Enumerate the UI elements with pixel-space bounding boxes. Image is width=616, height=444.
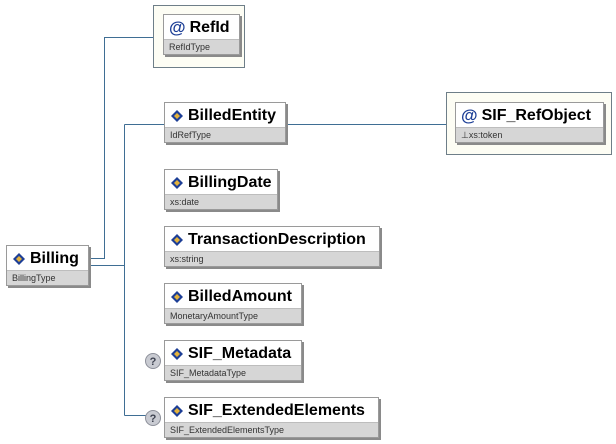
element-diamond-icon	[171, 290, 183, 303]
at-sign-icon: @	[169, 18, 186, 37]
node-sif-refobject-header: @ SIF_RefObject	[456, 103, 603, 128]
node-billing-date-name: BillingDate	[188, 173, 272, 191]
node-billing-type: BillingType	[7, 270, 88, 285]
node-sif-extended-elements-name: SIF_ExtendedElements	[188, 401, 365, 419]
node-sif-refobject-name: SIF_RefObject	[481, 106, 591, 124]
type-marker: ⊥	[461, 130, 469, 140]
question-mark-icon: ?	[145, 410, 161, 426]
node-billing-date[interactable]: BillingDate xs:date	[164, 169, 278, 210]
node-sif-metadata-header: SIF_Metadata	[165, 341, 301, 366]
connector-root-attribute	[89, 37, 153, 259]
node-billed-amount-type: MonetaryAmountType	[165, 308, 301, 323]
node-sif-refobject-type-text: xs:token	[468, 130, 503, 140]
node-sif-metadata[interactable]: SIF_Metadata SIF_MetadataType	[164, 340, 302, 381]
node-refid-type: RefIdType	[164, 39, 239, 54]
node-transaction-description-header: TransactionDescription	[165, 227, 379, 252]
node-sif-metadata-type: SIF_MetadataType	[165, 365, 301, 380]
node-billed-entity-name: BilledEntity	[188, 106, 277, 124]
node-billing-header: Billing	[7, 246, 88, 271]
element-diamond-icon	[13, 252, 25, 265]
node-billed-entity-header: BilledEntity	[165, 103, 285, 128]
node-billing-name: Billing	[30, 249, 79, 267]
node-transaction-description[interactable]: TransactionDescription xs:string	[164, 226, 380, 267]
node-refid-header: @ RefId	[164, 15, 239, 40]
node-billed-amount-header: BilledAmount	[165, 284, 301, 309]
node-sif-metadata-name: SIF_Metadata	[188, 344, 292, 362]
element-diamond-icon	[171, 233, 183, 246]
question-mark-icon: ?	[145, 353, 161, 369]
node-sif-extended-elements[interactable]: SIF_ExtendedElements SIF_ExtendedElement…	[164, 397, 379, 438]
at-sign-icon: @	[461, 106, 478, 125]
element-diamond-icon	[171, 109, 183, 122]
node-billing-date-type: xs:date	[165, 194, 277, 209]
node-billed-entity-type: IdRefType	[165, 127, 285, 142]
node-sif-extended-elements-header: SIF_ExtendedElements	[165, 398, 378, 423]
node-billed-amount-name: BilledAmount	[188, 287, 292, 305]
node-billing-date-header: BillingDate	[165, 170, 277, 195]
node-refid-name: RefId	[189, 18, 230, 36]
node-billed-entity[interactable]: BilledEntity IdRefType	[164, 102, 286, 143]
node-billing[interactable]: Billing BillingType	[6, 245, 89, 286]
node-billed-amount[interactable]: BilledAmount MonetaryAmountType	[164, 283, 302, 324]
node-sif-refobject[interactable]: @ SIF_RefObject ⊥xs:token	[455, 102, 604, 143]
node-sif-extended-elements-type: SIF_ExtendedElementsType	[165, 422, 378, 437]
element-diamond-icon	[171, 176, 183, 189]
node-transaction-description-name: TransactionDescription	[188, 230, 366, 248]
node-transaction-description-type: xs:string	[165, 251, 379, 266]
node-sif-refobject-type: ⊥xs:token	[456, 127, 603, 142]
node-refid[interactable]: @ RefId RefIdType	[163, 14, 240, 55]
element-diamond-icon	[171, 347, 183, 360]
element-diamond-icon	[171, 404, 183, 417]
